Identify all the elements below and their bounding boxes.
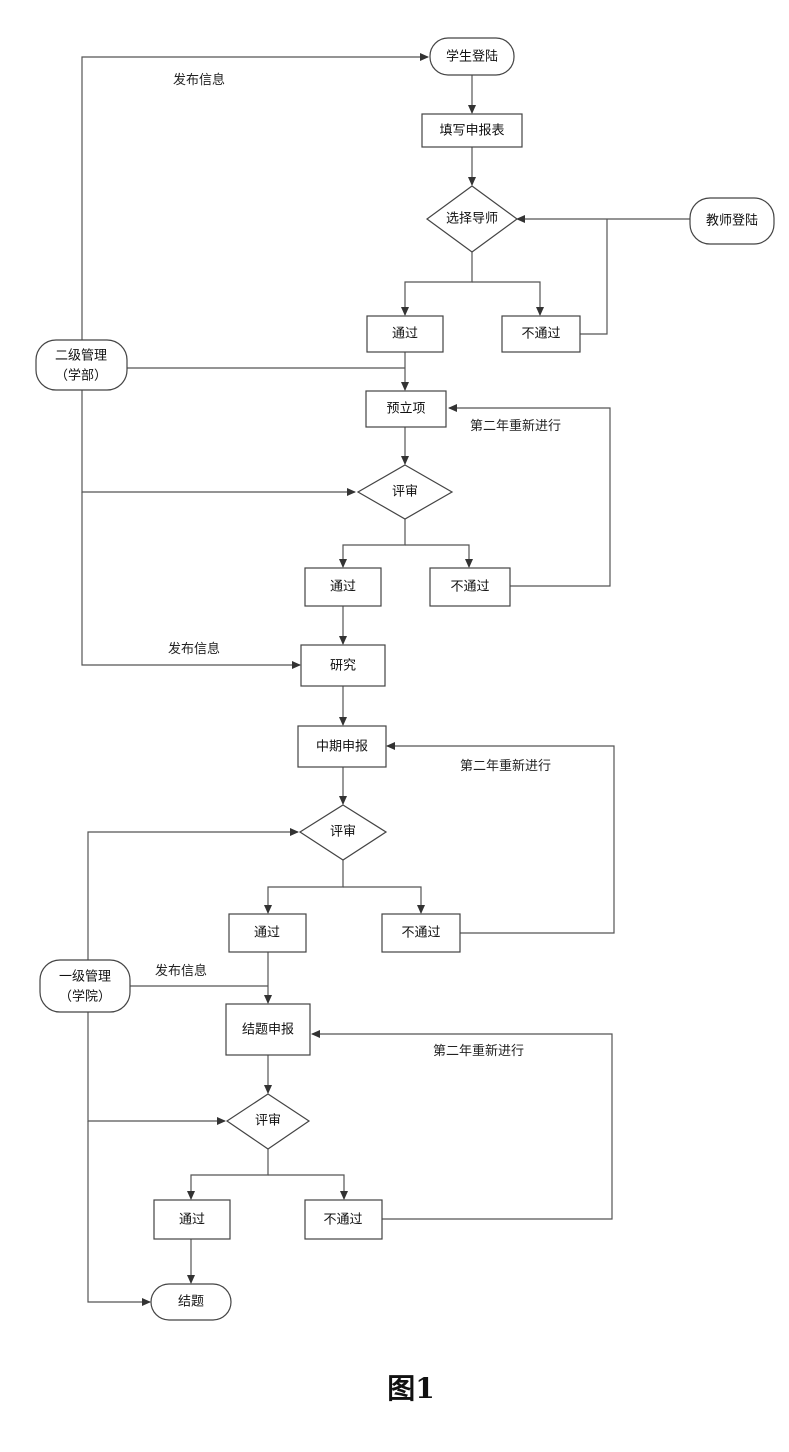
review-2-node bbox=[298, 804, 388, 861]
pass-1-label: 通过 bbox=[392, 327, 418, 342]
edge-fail3-loop bbox=[386, 742, 615, 934]
fail-2-node bbox=[429, 567, 511, 607]
publish-label-2: 发布信息 bbox=[168, 641, 220, 657]
teacher-login-node bbox=[689, 197, 775, 245]
edge-admin2-review1 bbox=[81, 390, 356, 496]
nodes: 学生登陆 填写申报表 选择导师 教师登陆 通过 不通过 二级管理 （学部） 预立… bbox=[35, 37, 775, 1321]
admin-2-label-line2: （学部） bbox=[55, 368, 107, 384]
edge-review1-fail bbox=[405, 544, 473, 568]
edge-fail2-loop bbox=[448, 404, 611, 587]
final-apply-label: 结题申报 bbox=[242, 1023, 294, 1038]
fill-form-node bbox=[421, 113, 523, 148]
edge-choose-fail bbox=[472, 281, 544, 316]
pre-project-node bbox=[365, 390, 447, 428]
choose-advisor-node bbox=[425, 185, 519, 253]
student-login-label: 学生登陆 bbox=[446, 49, 498, 65]
pass-3-label: 通过 bbox=[254, 926, 280, 941]
conclusion-label: 结题 bbox=[178, 1295, 204, 1310]
retry-label-3: 第二年重新进行 bbox=[433, 1043, 524, 1059]
choose-advisor-label: 选择导师 bbox=[446, 212, 498, 227]
pass-4-node bbox=[153, 1199, 231, 1240]
review-1-label: 评审 bbox=[392, 485, 418, 500]
edge-labels: 发布信息 发布信息 发布信息 第二年重新进行 第二年重新进行 第二年重新进行 bbox=[155, 72, 561, 1059]
review-3-label: 评审 bbox=[255, 1114, 281, 1129]
edge-review2-fail bbox=[343, 886, 425, 914]
admin-2-label-line1: 二级管理 bbox=[55, 349, 107, 364]
fail-1-node bbox=[501, 315, 581, 353]
edge-admin2-student bbox=[81, 53, 429, 340]
edge-fail4-loop bbox=[311, 1030, 613, 1220]
edge-admin1-conclusion bbox=[87, 1121, 151, 1306]
admin-2-node bbox=[35, 339, 128, 391]
pre-project-label: 预立项 bbox=[386, 402, 425, 417]
edge-fail1-loop bbox=[580, 219, 608, 335]
pass-2-label: 通过 bbox=[330, 580, 356, 595]
research-label: 研究 bbox=[330, 659, 356, 674]
edge-review2-pass bbox=[264, 860, 344, 914]
publish-label-3: 发布信息 bbox=[155, 963, 207, 979]
publish-label-1: 发布信息 bbox=[173, 72, 225, 88]
conclusion-node bbox=[150, 1283, 232, 1321]
edge-admin1-review3 bbox=[87, 1012, 226, 1125]
admin-1-label-line1: 一级管理 bbox=[59, 970, 111, 985]
teacher-login-label: 教师登陆 bbox=[706, 213, 758, 229]
edge-review3-fail bbox=[268, 1174, 348, 1200]
retry-label-1: 第二年重新进行 bbox=[470, 418, 561, 434]
review-1-node bbox=[356, 464, 454, 520]
final-apply-node bbox=[225, 1003, 311, 1056]
connectors bbox=[81, 53, 690, 1306]
edge-admin2-research bbox=[81, 492, 301, 669]
pass-2-node bbox=[304, 567, 382, 607]
admin-1-label-line2: （学院） bbox=[59, 989, 111, 1005]
edge-admin1-review2 bbox=[87, 828, 299, 960]
retry-label-2: 第二年重新进行 bbox=[460, 758, 551, 774]
fill-form-label: 填写申报表 bbox=[439, 124, 504, 139]
pass-4-label: 通过 bbox=[179, 1213, 205, 1228]
edge-choose-pass bbox=[401, 252, 473, 316]
midterm-node bbox=[297, 725, 387, 768]
edge-review1-pass bbox=[339, 519, 406, 568]
review-3-node bbox=[225, 1093, 311, 1150]
student-login-node bbox=[429, 37, 515, 76]
pass-3-node bbox=[228, 913, 307, 953]
midterm-label: 中期申报 bbox=[316, 740, 368, 755]
pass-1-node bbox=[366, 315, 444, 353]
fail-3-node bbox=[381, 913, 461, 953]
admin-1-node bbox=[39, 959, 131, 1013]
fail-4-node bbox=[304, 1199, 383, 1240]
fail-4-label: 不通过 bbox=[323, 1213, 362, 1228]
review-2-label: 评审 bbox=[330, 825, 356, 840]
fail-1-label: 不通过 bbox=[521, 327, 560, 342]
edge-review3-pass bbox=[187, 1149, 269, 1200]
research-node bbox=[300, 644, 386, 687]
fail-2-label: 不通过 bbox=[450, 580, 489, 595]
figure-caption: 图1 bbox=[387, 1372, 434, 1405]
fail-3-label: 不通过 bbox=[401, 926, 440, 941]
